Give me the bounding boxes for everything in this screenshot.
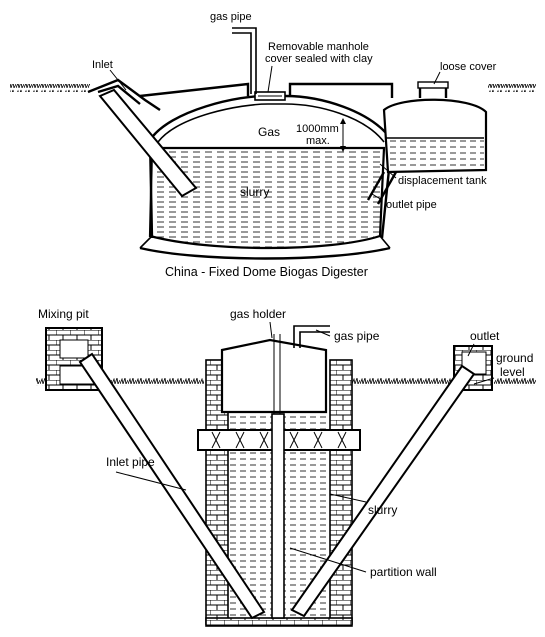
label-loose-cover: loose cover [440,61,497,73]
label-outlet-pipe: outlet pipe [386,199,437,211]
water-jacket-digester: Mixing pit gas holder gas pipe outlet gr… [36,307,536,627]
label-ground-2: level [500,365,525,379]
label-slurry-bottom: slurry [368,503,397,517]
partition-wall [271,413,285,619]
label-gas-pipe-bottom: gas pipe [334,329,380,343]
ground-grass-bottom-left [36,378,204,386]
label-manhole-2: cover sealed with clay [265,53,373,65]
digester-body [148,146,386,250]
label-gas-holder: gas holder [230,307,286,321]
label-partition-wall: partition wall [370,565,437,579]
label-outlet-bottom: outlet [470,329,500,343]
caption-top: China - Fixed Dome Biogas Digester [165,265,368,279]
label-inlet-top: Inlet [92,59,113,71]
label-displacement-tank: displacement tank [398,175,487,187]
loose-cover [417,81,449,89]
label-depth-1: 1000mm [296,123,339,135]
label-depth-2: max. [306,135,330,147]
ground-grass-right [488,84,536,92]
tank-wall-right [329,359,353,625]
label-manhole-1: Removable manhole [268,41,369,53]
gas-pipe-bottom [293,325,330,348]
ground-grass-left [10,84,90,92]
fixed-dome-digester: gas pipe Removable manhole cover sealed … [10,11,536,279]
gas-pipe-top [232,27,257,94]
outlet-pipe-bottom [290,364,476,618]
ground-grass-bottom-right [494,378,536,386]
inlet-funnel [87,78,161,111]
ground-grass-bottom-mid [352,378,454,386]
label-ground-1: ground [496,351,533,365]
outlet-pipe-top [366,171,386,201]
label-slurry-top: slurry [240,185,269,199]
label-gas: Gas [258,125,280,139]
inlet-pipe-top [98,88,198,198]
label-inlet-pipe: Inlet pipe [106,455,155,469]
label-gas-pipe-top: gas pipe [210,11,252,23]
label-mixing-pit: Mixing pit [38,307,89,321]
